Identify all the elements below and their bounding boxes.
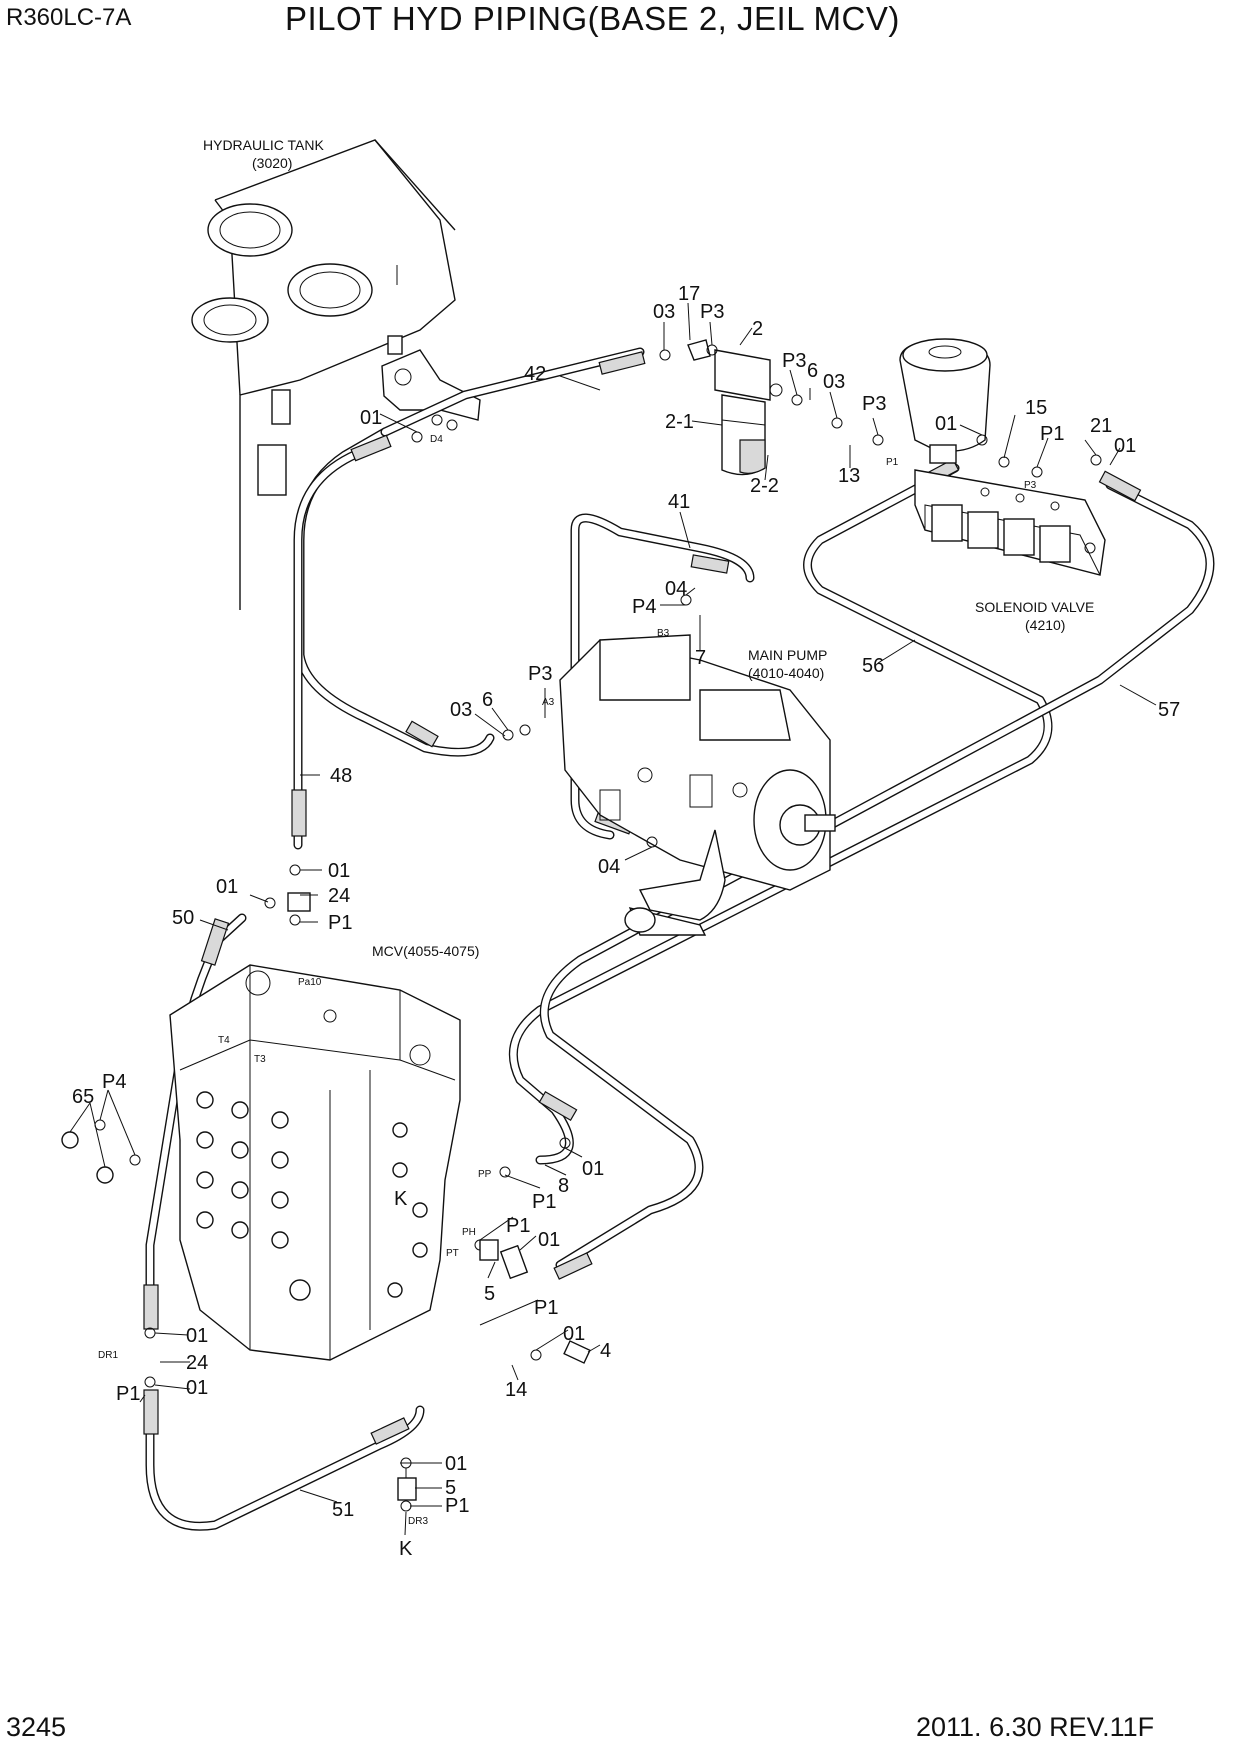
- accumulator: [899, 338, 991, 464]
- page-number: 3245: [6, 1712, 67, 1742]
- callout-48: 48: [330, 765, 352, 787]
- callout-2-1: 2-1: [665, 411, 694, 433]
- port-pp: PP: [478, 1169, 492, 1180]
- revision-date: 2011. 6.30 REV.11F: [916, 1712, 1155, 1742]
- port-t4: T4: [218, 1035, 230, 1046]
- port-ph: PH: [462, 1227, 476, 1238]
- main-control-valve: [61, 964, 461, 1361]
- leader-lines: [69, 302, 1157, 1536]
- port-d4: D4: [430, 434, 443, 445]
- port-a3: A3: [542, 697, 555, 708]
- callout-2-2: 2-2: [750, 475, 779, 497]
- callout-p1: P1: [532, 1191, 556, 1213]
- hydraulic-tank: [191, 139, 481, 610]
- callout-p1: P1: [445, 1495, 469, 1517]
- port-labels: D4 P1 P3 B3 A3 Pa10 T4 T3 PP PH PT DR1 D…: [98, 434, 1037, 1527]
- callout-p1: P1: [506, 1215, 530, 1237]
- model-number: R360LC-7A: [6, 4, 132, 31]
- port-p1: P1: [886, 457, 899, 468]
- callout-01: 01: [582, 1158, 604, 1180]
- callout-p3: P3: [528, 663, 552, 685]
- callout-6: 6: [807, 360, 818, 382]
- callout-p1: P1: [328, 912, 352, 934]
- callout-01: 01: [216, 876, 238, 898]
- hydraulic-tank-ref: (3020): [252, 155, 292, 171]
- callout-51: 51: [332, 1499, 354, 1521]
- callout-4: 4: [600, 1340, 611, 1362]
- callout-14: 14: [505, 1379, 527, 1401]
- main-pump: [559, 634, 836, 936]
- port-pt: PT: [446, 1248, 459, 1259]
- callout-6: 6: [482, 689, 493, 711]
- callout-8: 8: [558, 1175, 569, 1197]
- callout-p4: P4: [632, 596, 656, 618]
- callout-labels: 03 17 P3 2 P3 6 03 P3 42 2-1 01 15 P1 21…: [72, 283, 1180, 1560]
- callout-k: K: [394, 1188, 408, 1210]
- callout-24: 24: [328, 885, 350, 907]
- mcv-label: MCV(4055-4075): [372, 943, 479, 959]
- solenoid-valve-ref: (4210): [1025, 617, 1065, 633]
- callout-p1: P1: [534, 1297, 558, 1319]
- callout-56: 56: [862, 655, 884, 677]
- hydraulic-tank-label: HYDRAULIC TANK: [203, 137, 325, 153]
- callout-65: 65: [72, 1086, 94, 1108]
- callout-2: 2: [752, 318, 763, 340]
- port-pa10: Pa10: [298, 977, 322, 988]
- callout-01: 01: [563, 1323, 585, 1345]
- callout-57: 57: [1158, 699, 1180, 721]
- main-pump-ref: (4010-4040): [748, 665, 824, 681]
- callout-p1: P1: [116, 1383, 140, 1405]
- port-dr3: DR3: [408, 1516, 428, 1527]
- callout-01: 01: [1114, 435, 1136, 457]
- callout-p3: P3: [782, 350, 806, 372]
- callout-k: K: [399, 1538, 413, 1560]
- solenoid-valve: [914, 469, 1106, 576]
- callout-42: 42: [524, 363, 546, 385]
- callout-41: 41: [668, 491, 690, 513]
- callout-5: 5: [445, 1477, 456, 1499]
- solenoid-valve-label: SOLENOID VALVE: [975, 599, 1094, 615]
- mcv-bolts: [196, 1091, 428, 1301]
- callout-01: 01: [935, 413, 957, 435]
- port-b3: B3: [657, 628, 670, 639]
- callout-p3: P3: [862, 393, 886, 415]
- line-filter: [687, 339, 783, 476]
- callout-01: 01: [186, 1377, 208, 1399]
- port-dr1: DR1: [98, 1350, 118, 1361]
- callout-13: 13: [838, 465, 860, 487]
- callout-01: 01: [186, 1325, 208, 1347]
- port-t3: T3: [254, 1054, 266, 1065]
- callout-50: 50: [172, 907, 194, 929]
- callout-15: 15: [1025, 397, 1047, 419]
- callout-03: 03: [450, 699, 472, 721]
- callout-03: 03: [653, 301, 675, 323]
- callout-p3: P3: [700, 301, 724, 323]
- callout-03: 03: [823, 371, 845, 393]
- callout-01: 01: [445, 1453, 467, 1475]
- callout-01: 01: [328, 860, 350, 882]
- callout-p4: P4: [102, 1071, 126, 1093]
- callout-24: 24: [186, 1352, 208, 1374]
- callout-5: 5: [484, 1283, 495, 1305]
- callout-04: 04: [598, 856, 620, 878]
- callout-04: 04: [665, 578, 687, 600]
- main-pump-label: MAIN PUMP: [748, 647, 827, 663]
- page-title: PILOT HYD PIPING(BASE 2, JEIL MCV): [285, 0, 900, 37]
- callout-01: 01: [538, 1229, 560, 1251]
- callout-01: 01: [360, 407, 382, 429]
- callout-p1: P1: [1040, 423, 1064, 445]
- port-p3: P3: [1024, 480, 1037, 491]
- callout-7: 7: [695, 647, 706, 669]
- callout-21: 21: [1090, 415, 1112, 437]
- callout-17: 17: [678, 283, 700, 305]
